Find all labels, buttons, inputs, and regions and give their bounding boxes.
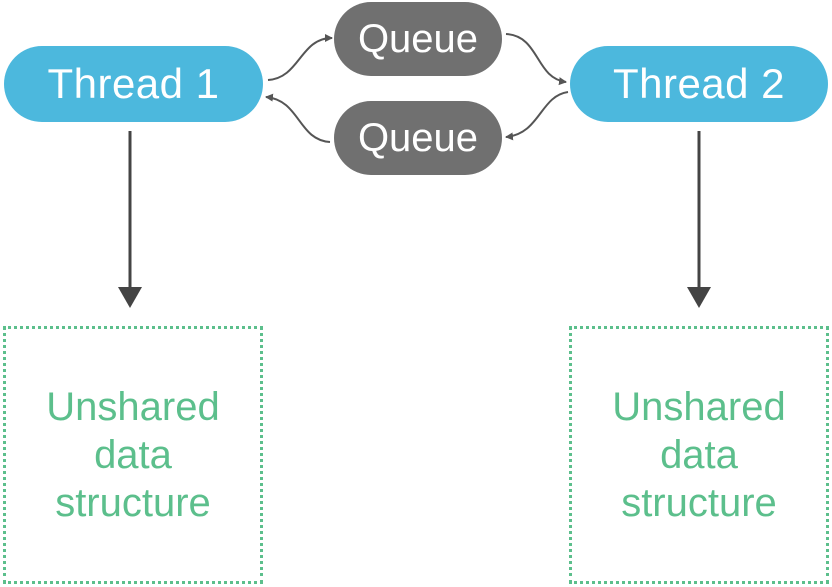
arrow-thread2-to-data-head (687, 287, 711, 308)
label-line: structure (55, 481, 211, 525)
label-line: data (660, 433, 738, 477)
label-line: structure (621, 481, 777, 525)
label-line: Unshared (612, 385, 786, 429)
label-line: data (94, 433, 172, 477)
unshared-data-box-left: Unshared data structure (3, 326, 263, 584)
arrow-queue-bottom-to-thread1 (265, 93, 331, 143)
arrow-thread1-to-queue-top (267, 34, 333, 81)
queue-top-node: Queue (334, 2, 502, 76)
queue-bottom-label: Queue (357, 115, 479, 160)
thread-1-label: Thread 1 (47, 60, 220, 107)
queue-top-label: Queue (357, 16, 479, 61)
unshared-data-label-right: Unshared data structure (612, 383, 785, 527)
label-line: Unshared (46, 385, 220, 429)
thread-1-node: Thread 1 (4, 46, 263, 122)
queue-bottom-node: Queue (334, 101, 502, 175)
thread-2-label: Thread 2 (612, 60, 786, 107)
unshared-data-box-right: Unshared data structure (569, 326, 829, 584)
arrow-thread2-to-queue-bottom (505, 91, 569, 141)
arrow-queue-top-to-thread2 (505, 33, 567, 86)
arrow-thread1-to-data-head (118, 287, 142, 308)
unshared-data-label-left: Unshared data structure (46, 383, 219, 527)
thread-2-node: Thread 2 (570, 46, 828, 122)
